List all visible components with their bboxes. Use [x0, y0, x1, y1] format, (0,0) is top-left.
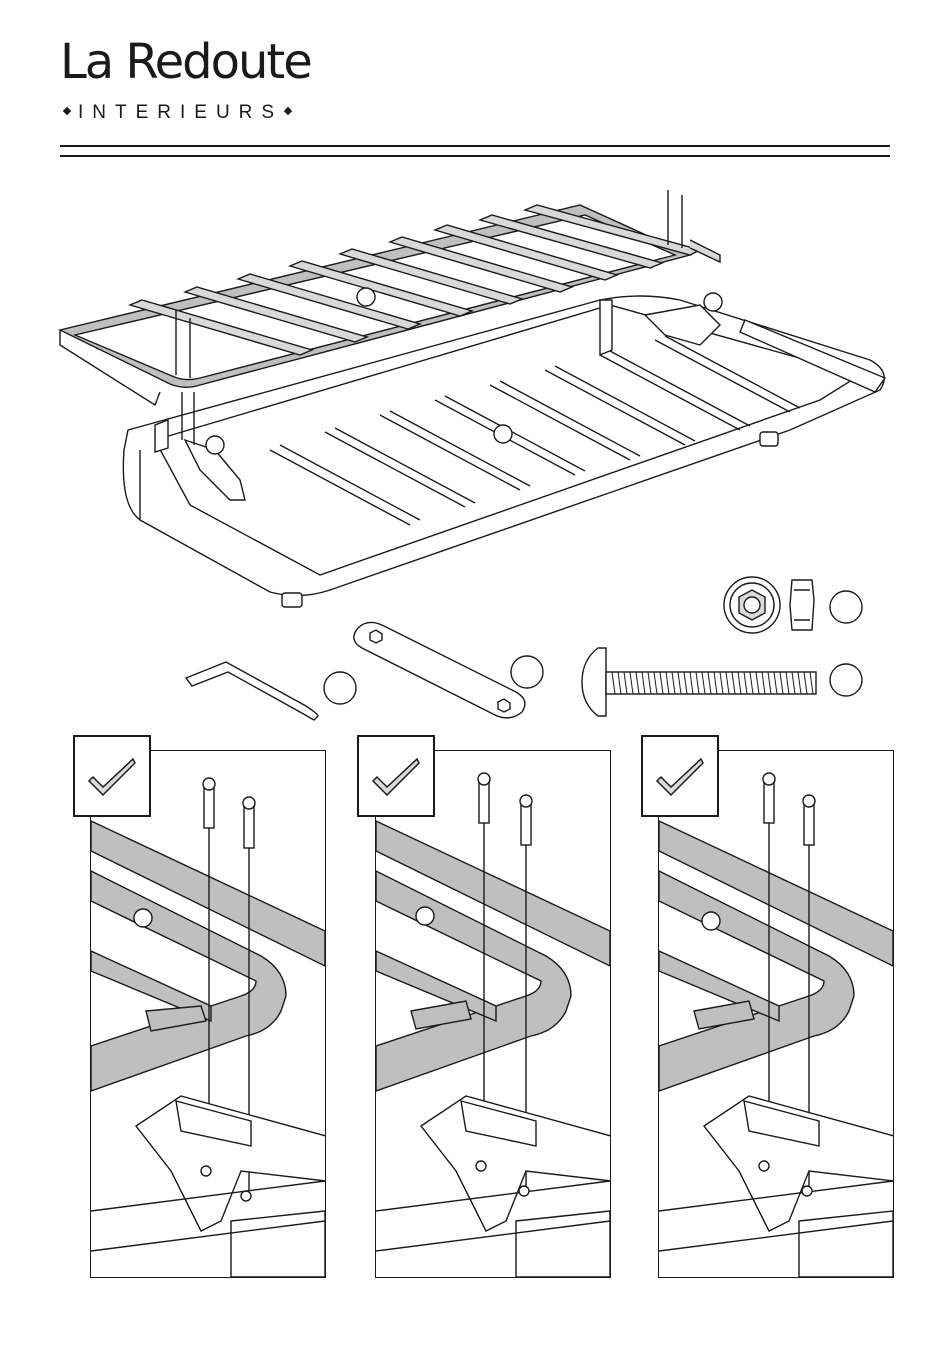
wrench-icon [354, 622, 525, 717]
callout-circle [830, 664, 862, 696]
sofa-leg [760, 432, 778, 446]
callout-circle [704, 293, 722, 311]
callout-circle [357, 288, 375, 306]
callout-circle [494, 425, 512, 443]
checkmark-icon [359, 737, 433, 815]
step-panel-1 [90, 750, 326, 1278]
step-panel-3 [658, 750, 894, 1278]
callout-circle [511, 656, 543, 688]
nut-side-icon [790, 580, 814, 630]
checkmark-icon [643, 737, 717, 815]
step-illustration [659, 751, 893, 1277]
callout-circle [416, 907, 434, 925]
step-2-checkbox [357, 735, 435, 817]
step-3-checkbox [641, 735, 719, 817]
step-panel-2 [375, 750, 611, 1278]
step-illustration [91, 751, 325, 1277]
allen-key-icon [186, 662, 318, 720]
callout-circle [134, 909, 152, 927]
sofa-leg [282, 593, 302, 607]
checkmark-icon [75, 737, 149, 815]
callout-circle [324, 672, 356, 704]
step-1-checkbox [73, 735, 151, 817]
assembly-overview-illustration [0, 0, 950, 740]
callout-circle [702, 912, 720, 930]
bolt-icon [582, 648, 606, 716]
callout-circle [206, 436, 224, 454]
step-illustration [376, 751, 610, 1277]
callout-circle [830, 591, 862, 623]
